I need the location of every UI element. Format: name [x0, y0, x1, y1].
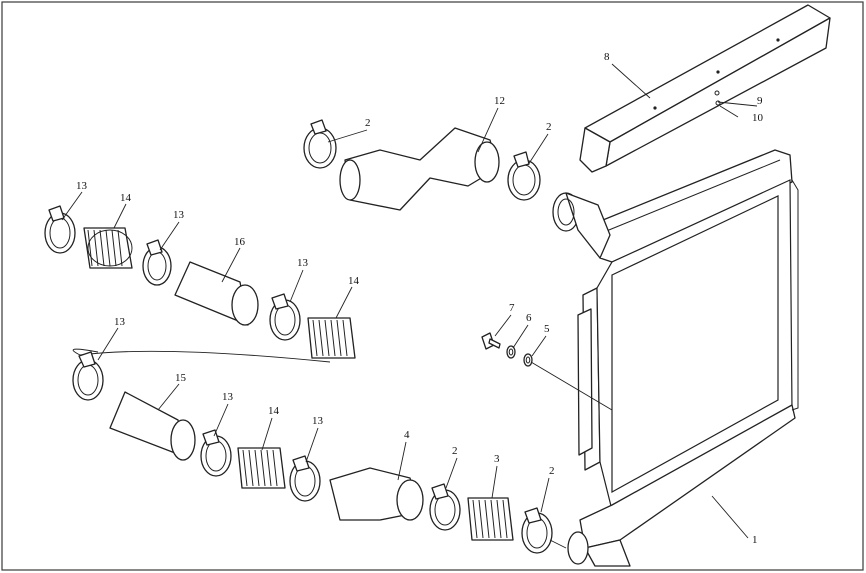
callout-5: 5: [544, 323, 550, 335]
callout-labels: 1 2 2 2 2 3 4 5 6 7 8 9 10 12 13 13 13 1…: [76, 51, 764, 546]
callout-14-a: 14: [120, 192, 132, 204]
mounting-bracket: [579, 4, 831, 173]
callout-2-lower-right: 2: [549, 465, 555, 477]
callout-9: 9: [757, 95, 763, 107]
callout-12: 12: [494, 95, 505, 107]
callout-2-upper-right: 2: [546, 121, 552, 133]
callout-13-d: 13: [114, 316, 126, 328]
bolt-and-washers: [481, 332, 613, 411]
callout-13-f: 13: [312, 415, 324, 427]
callout-15: 15: [175, 372, 187, 384]
callout-6: 6: [526, 312, 532, 324]
callout-2-lower-left: 2: [452, 445, 458, 457]
upper-hose-assembly: [303, 119, 541, 211]
upper-hose-row: [44, 205, 356, 359]
callout-8: 8: [604, 51, 610, 63]
callout-13-c: 13: [297, 257, 309, 269]
callout-14-b: 14: [348, 275, 360, 287]
callout-13-a: 13: [76, 180, 88, 192]
callout-4: 4: [404, 429, 410, 441]
callout-13-b: 13: [173, 209, 185, 221]
leader-lines: [61, 63, 758, 539]
callout-10: 10: [752, 112, 764, 124]
callout-14-c: 14: [268, 405, 280, 417]
callout-1: 1: [752, 534, 758, 546]
callout-13-e: 13: [222, 391, 234, 403]
callout-3: 3: [494, 453, 500, 465]
callout-2-upper-left: 2: [365, 117, 371, 129]
lower-hose-row: [72, 351, 567, 554]
callout-16: 16: [234, 236, 246, 248]
routing-line: [72, 348, 331, 363]
callout-7: 7: [509, 302, 515, 314]
intercooler-core: [552, 149, 799, 567]
